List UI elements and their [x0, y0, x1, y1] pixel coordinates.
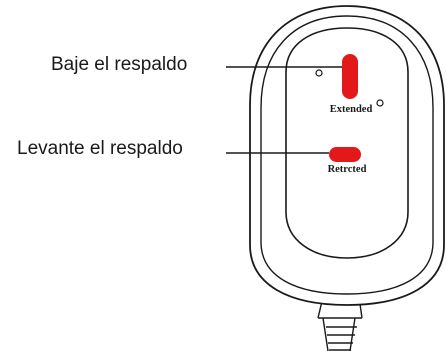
- remote-inner-rim: [260, 15, 434, 295]
- retract-button-caption: Retrcted: [328, 164, 367, 175]
- callout-label-lower-backrest: Baje el respaldo: [51, 54, 188, 75]
- cable: [317, 296, 363, 351]
- indicator-dot-right: [376, 99, 384, 107]
- button-panel: [285, 27, 409, 259]
- retract-button[interactable]: [329, 147, 361, 162]
- extend-button[interactable]: [342, 54, 358, 99]
- callout-label-raise-backrest: Levante el respaldo: [17, 138, 183, 159]
- indicator-dot-left: [315, 69, 323, 77]
- extend-button-caption: Extended: [330, 104, 373, 115]
